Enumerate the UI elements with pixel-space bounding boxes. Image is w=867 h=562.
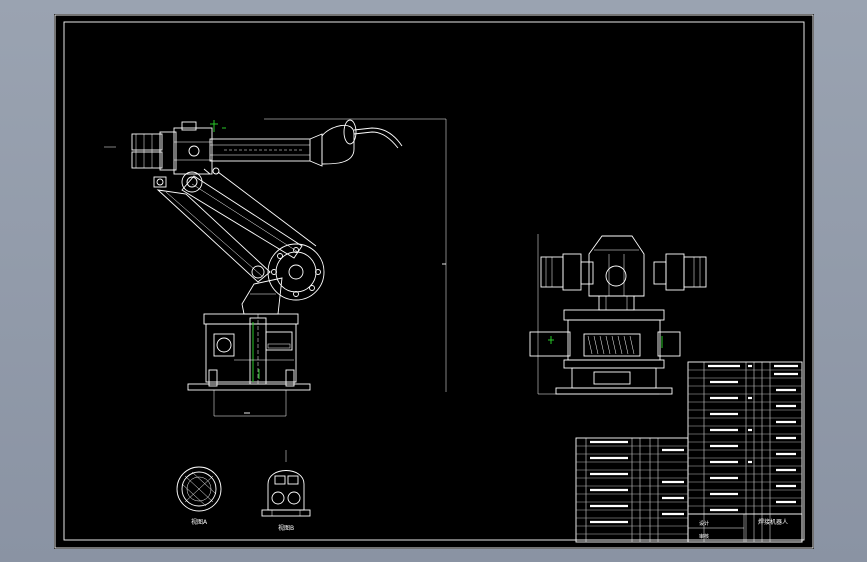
parts-list-lower[interactable]	[575, 437, 689, 543]
drawing-canvas[interactable]: 视图A 视图B	[54, 14, 814, 549]
parts-list-upper[interactable]	[687, 361, 803, 543]
inner-border	[63, 21, 805, 541]
title-block[interactable]: 焊接机器人 设计 审核	[687, 513, 803, 543]
outer-border	[54, 14, 814, 549]
drawing-sheet[interactable]: 视图A 视图B	[54, 14, 814, 549]
view-label-a: 视图A	[191, 518, 208, 526]
robot-front-view[interactable]	[529, 234, 707, 395]
detail-view-a[interactable]: 视图A	[176, 466, 222, 526]
robot-side-view[interactable]	[104, 118, 447, 417]
view-label-b: 视图B	[278, 524, 294, 532]
checked-by-label: 审核	[699, 533, 709, 540]
drawing-title: 焊接机器人	[758, 518, 788, 526]
detail-view-b[interactable]: 视图B	[261, 450, 311, 532]
drawn-by-label: 设计	[699, 520, 709, 527]
